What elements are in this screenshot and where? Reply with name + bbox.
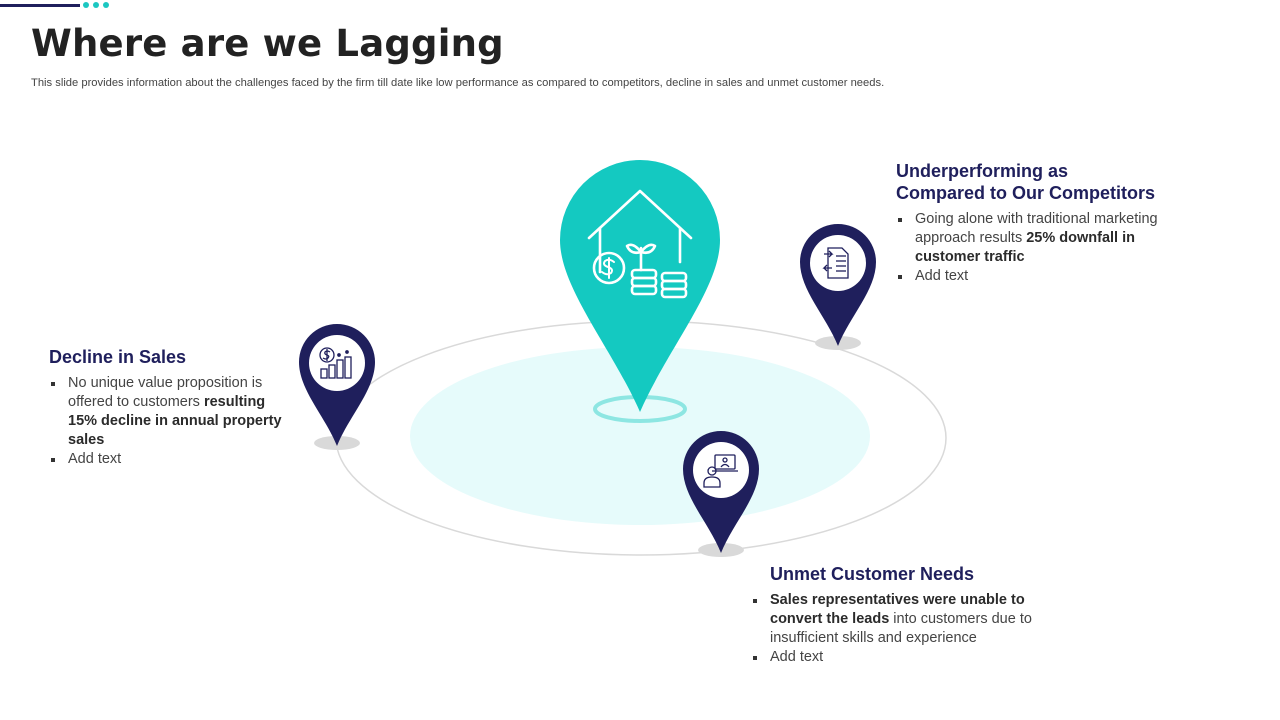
decline-pin — [299, 324, 375, 446]
accent-line — [0, 4, 80, 7]
slide-title: Where are we Lagging — [31, 22, 504, 65]
list-item: Going alone with traditional marketing a… — [896, 210, 1186, 267]
list-item: Add text — [751, 648, 1051, 667]
decline-heading: Decline in Sales — [49, 347, 187, 367]
accent-dots — [83, 2, 109, 8]
underperforming-pin — [800, 224, 876, 346]
customer-laptop-icon — [703, 454, 738, 488]
list-item: Add text — [49, 450, 289, 469]
slide-subtitle: This slide provides information about th… — [31, 77, 885, 89]
decline-bullets: No unique value proposition is offered t… — [49, 374, 289, 469]
list-item: Sales representatives were unable to con… — [751, 591, 1051, 648]
money-bar-chart-icon — [319, 347, 352, 379]
list-item: No unique value proposition is offered t… — [49, 374, 289, 450]
unmet-bullets: Sales representatives were unable to con… — [751, 591, 1051, 667]
unmet-needs-block: Unmet Customer Needs Sales representativ… — [751, 563, 1051, 667]
unmet-heading: Unmet Customer Needs — [770, 564, 975, 584]
unmet-needs-pin — [683, 431, 759, 553]
exchange-document-icon — [822, 247, 849, 279]
list-item: Add text — [896, 267, 1186, 286]
decline-in-sales-block: Decline in Sales No unique value proposi… — [49, 346, 289, 469]
house-plant-money-icon — [587, 189, 693, 299]
underperforming-bullets: Going alone with traditional marketing a… — [896, 210, 1186, 286]
